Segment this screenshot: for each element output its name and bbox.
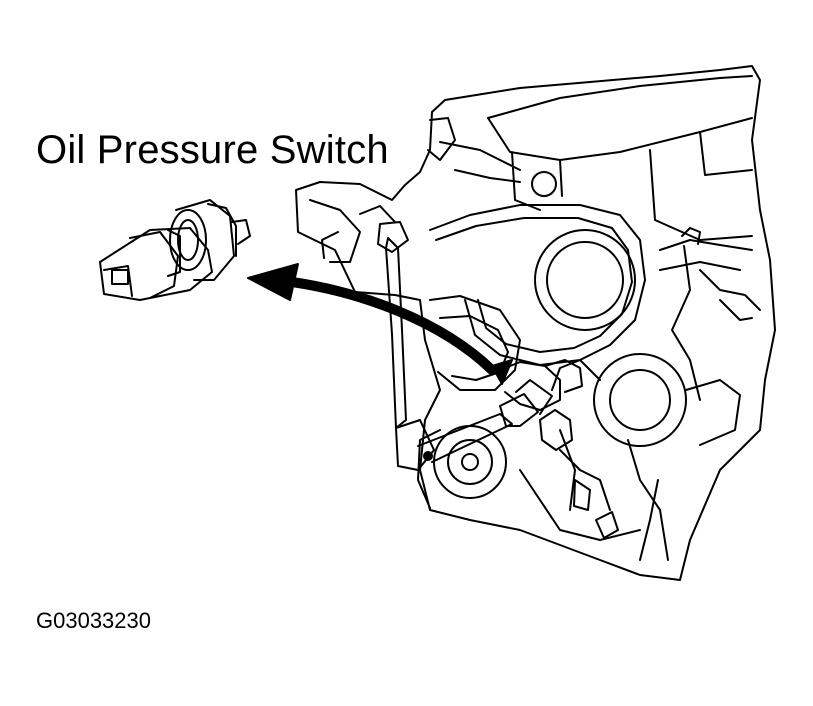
wrench-tool: [377, 221, 553, 471]
direction-arrow: [247, 263, 513, 385]
figure-code: G03033230: [36, 608, 151, 633]
diagram-title: Oil Pressure Switch: [36, 128, 389, 172]
oil-pressure-switch-part: [99, 199, 251, 301]
engine-illustration: [295, 65, 776, 581]
